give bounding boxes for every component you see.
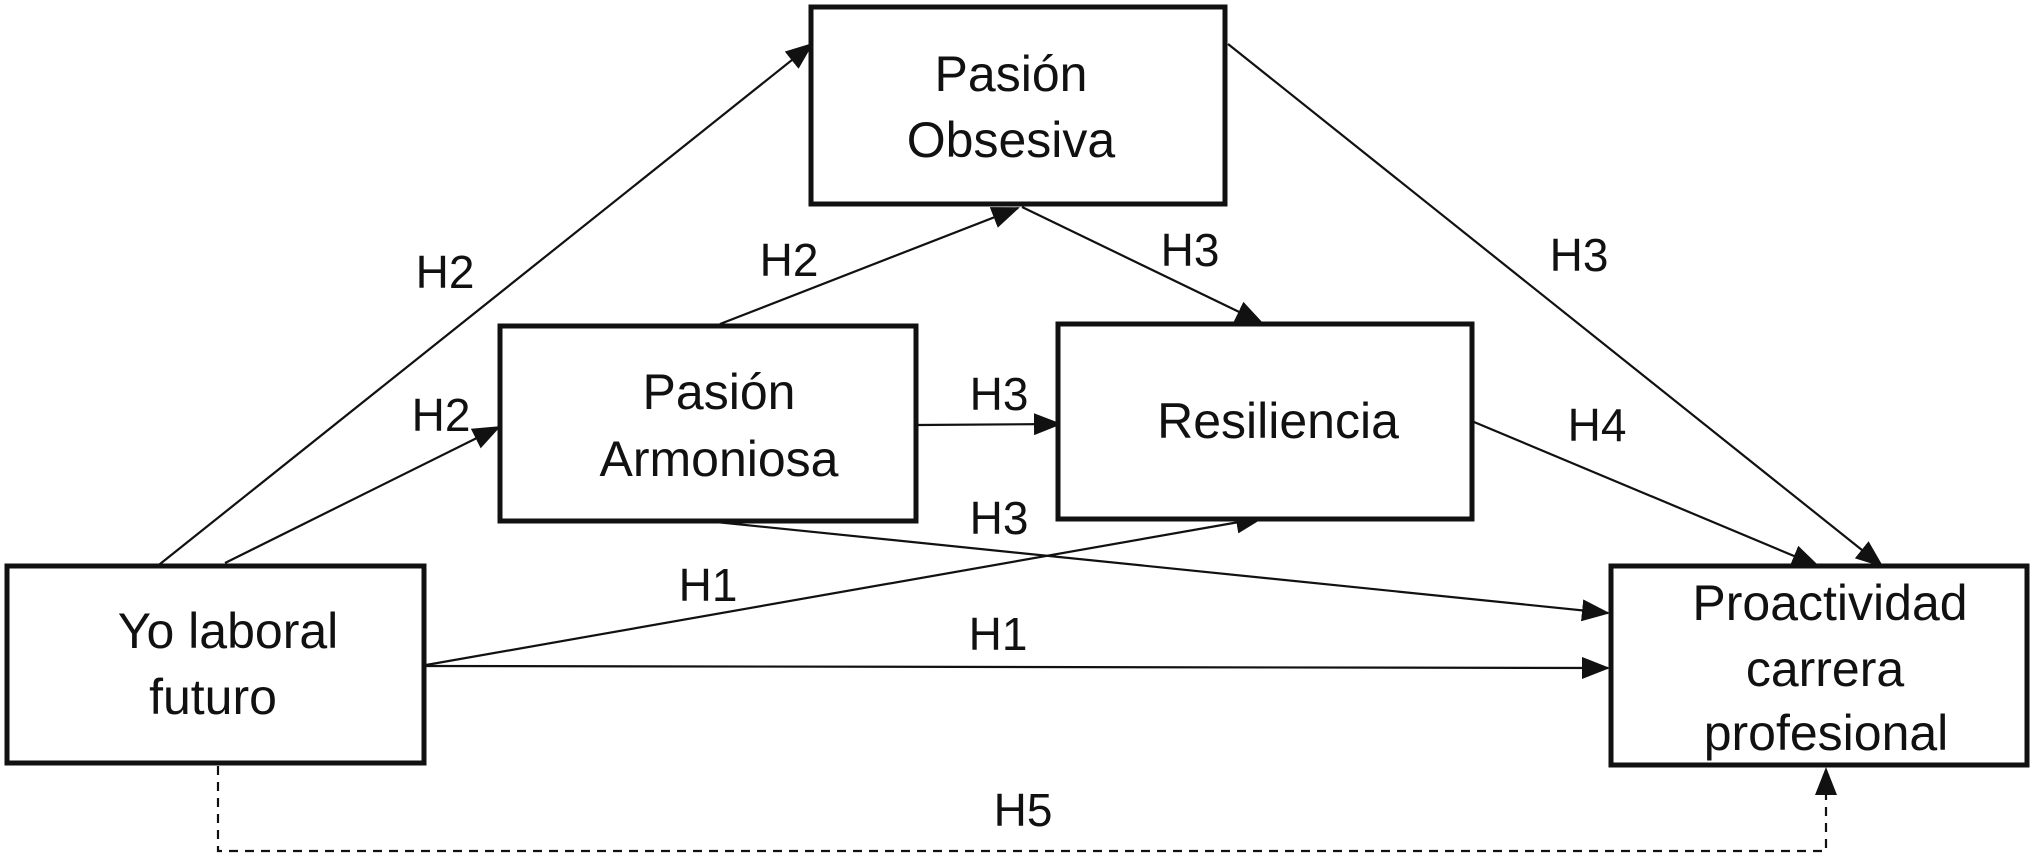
- node-proactividad-line-2: carrera: [1746, 641, 1905, 697]
- edge-yo-to-resiliencia: [425, 511, 1264, 667]
- edge-armoniosa-to-resiliencia: [917, 413, 1062, 436]
- edge-obsesiva-to-proactividad: [1227, 43, 1884, 568]
- edge-armoniosa-to-proactividad: [715, 520, 1610, 622]
- edge-yo-to-obsesiva: [154, 42, 814, 569]
- label-yo-to-armoniosa: H2: [412, 389, 471, 441]
- node-yo-laboral-line-1: Yo laboral: [118, 603, 339, 659]
- edge-labels-layer: H2 H2 H2 H3 H3 H3 H3 H1 H1 H4 H5: [412, 224, 1627, 836]
- label-resiliencia-to-proactividad: H4: [1568, 399, 1627, 451]
- edge-resiliencia-to-proactividad: [1473, 420, 1820, 568]
- label-obsesiva-to-resiliencia: H3: [1161, 224, 1220, 276]
- node-proactividad-line-3: profesional: [1704, 705, 1949, 761]
- edge-obsesiva-to-resiliencia: [1021, 206, 1264, 324]
- label-yo-to-resiliencia: H1: [679, 559, 738, 611]
- label-obsesiva-to-proactividad: H3: [1550, 229, 1609, 281]
- label-armoniosa-to-proactividad: H3: [970, 492, 1029, 544]
- edge-yo-to-proactividad-moderated: [216, 766, 1837, 853]
- edge-yo-to-proactividad: [425, 656, 1610, 679]
- node-yo-laboral-line-2: futuro: [149, 669, 277, 725]
- edge-yo-to-armoniosa: [224, 426, 501, 564]
- label-armoniosa-to-resiliencia: H3: [970, 368, 1029, 420]
- label-armoniosa-to-obsesiva: H2: [760, 234, 819, 286]
- node-yo-laboral: Yo laboral futuro: [4, 563, 427, 766]
- edges-layer: [154, 42, 1884, 853]
- edge-armoniosa-to-obsesiva: [719, 206, 1020, 326]
- node-resiliencia-line-1: Resiliencia: [1157, 393, 1399, 449]
- node-pasion-armoniosa: Pasión Armoniosa: [497, 323, 919, 524]
- node-pasion-armoniosa-line-2: Armoniosa: [600, 431, 839, 487]
- node-pasion-obsesiva-line-2: Obsesiva: [907, 112, 1116, 168]
- label-yo-to-proactividad-moderated: H5: [994, 784, 1053, 836]
- node-pasion-obsesiva-line-1: Pasión: [935, 46, 1088, 102]
- node-pasion-obsesiva: Pasión Obsesiva: [808, 4, 1228, 207]
- label-yo-to-obsesiva: H2: [416, 246, 475, 298]
- node-proactividad: Proactividad carrera profesional: [1608, 563, 2030, 768]
- node-resiliencia: Resiliencia: [1055, 321, 1475, 522]
- node-proactividad-line-1: Proactividad: [1692, 575, 1967, 631]
- node-pasion-armoniosa-line-1: Pasión: [643, 364, 796, 420]
- label-yo-to-proactividad: H1: [969, 608, 1028, 660]
